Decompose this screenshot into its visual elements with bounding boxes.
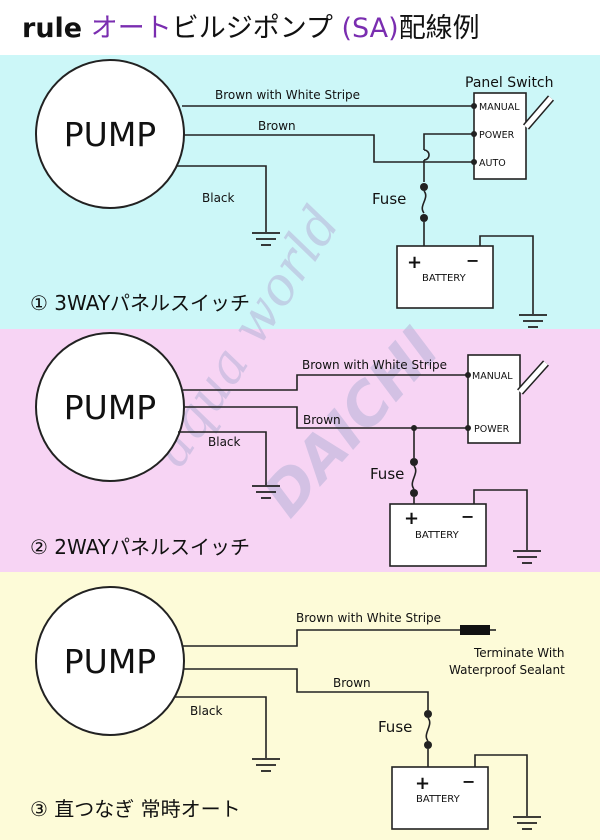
wire-brown-white-label: Brown with White Stripe <box>215 88 360 102</box>
diagram-2way: PUMP Brown with White Stripe Brown Black… <box>30 332 549 567</box>
wire-negative <box>474 754 528 816</box>
battery-plus: + <box>415 773 430 794</box>
wire-black-label: Black <box>190 704 223 718</box>
wire-brown <box>184 668 429 710</box>
panel-switch <box>473 92 527 180</box>
page-header: rule オートビルジポンプ (SA)配線例 <box>0 0 600 55</box>
battery-plus: + <box>407 252 422 273</box>
wire-brown-label: Brown <box>333 676 371 690</box>
caption-2way: ② 2WAYパネルスイッチ <box>30 535 250 559</box>
wire-brown <box>184 134 474 163</box>
battery <box>389 503 487 567</box>
title-accent: オート <box>90 13 172 44</box>
fuse-symbol <box>421 190 427 214</box>
fuse-label: Fuse <box>378 718 412 736</box>
battery-label: BATTERY <box>422 273 467 284</box>
terminal-auto: AUTO <box>479 158 506 169</box>
pump-circle <box>35 586 185 736</box>
title-accent-sa: (SA) <box>341 13 399 44</box>
pump-label: PUMP <box>64 642 156 681</box>
wire-brown-white <box>182 629 460 647</box>
terminal-manual: MANUAL <box>479 102 520 113</box>
page-title: rule オートビルジポンプ (SA)配線例 <box>22 6 480 45</box>
wire-brown-white-label: Brown with White Stripe <box>302 358 447 372</box>
pump-label: PUMP <box>64 388 156 427</box>
sealant-terminal <box>460 625 490 635</box>
wire-black-label: Black <box>202 191 235 205</box>
wire-black <box>178 431 267 485</box>
wire-brown <box>184 406 468 429</box>
battery-label: BATTERY <box>416 794 461 805</box>
diagram-direct: PUMP Brown with White Stripe Terminate W… <box>30 586 565 830</box>
panel-switch <box>467 354 521 444</box>
ground-symbol <box>252 485 280 499</box>
wire-black <box>175 696 267 758</box>
battery-label: BATTERY <box>415 530 460 541</box>
wire-brown-white <box>183 374 468 391</box>
fuse-symbol <box>411 465 417 490</box>
terminal-power: POWER <box>479 130 515 141</box>
title-middle: ビルジポンプ <box>171 13 333 44</box>
terminal-manual: MANUAL <box>472 371 513 382</box>
wire-brown-label: Brown <box>303 413 341 427</box>
ground-symbol <box>519 314 547 328</box>
battery-minus: − <box>461 507 474 526</box>
wire-brown-label: Brown <box>258 119 296 133</box>
watermark-line2: DAICHI <box>250 315 453 529</box>
terminal-power: POWER <box>474 424 510 435</box>
title-brand: rule <box>22 13 83 44</box>
wire-brown-white-label: Brown with White Stripe <box>296 611 441 625</box>
ground-symbol <box>513 816 541 830</box>
wire-black <box>176 165 267 232</box>
caption-direct: ③ 直つなぎ 常時オート <box>30 797 241 821</box>
wire-negative <box>473 489 528 550</box>
wire-negative <box>479 235 534 314</box>
fuse-label: Fuse <box>370 465 404 483</box>
terminate-note-line1: Terminate With <box>473 646 565 660</box>
ground-symbol <box>252 232 280 246</box>
ground-symbol <box>513 550 541 564</box>
fuse-label: Fuse <box>372 190 406 208</box>
pump-label: PUMP <box>64 115 156 154</box>
fuse-symbol <box>425 717 431 742</box>
caption-3way: ① 3WAYパネルスイッチ <box>30 291 250 315</box>
battery <box>396 245 494 309</box>
wire-power <box>423 133 474 150</box>
pump-circle <box>35 59 185 209</box>
panel-switch-title: Panel Switch <box>465 75 554 91</box>
wire-black-label: Black <box>208 435 241 449</box>
battery-plus: + <box>404 508 419 529</box>
title-suffix: 配線例 <box>398 13 480 44</box>
ground-symbol <box>252 758 280 772</box>
terminate-note-line2: Waterproof Sealant <box>449 663 565 677</box>
battery-minus: − <box>462 772 475 791</box>
diagram-3way: PUMP Brown with White Stripe Brown Black… <box>30 59 555 328</box>
battery-minus: − <box>466 251 479 270</box>
battery <box>391 766 489 830</box>
